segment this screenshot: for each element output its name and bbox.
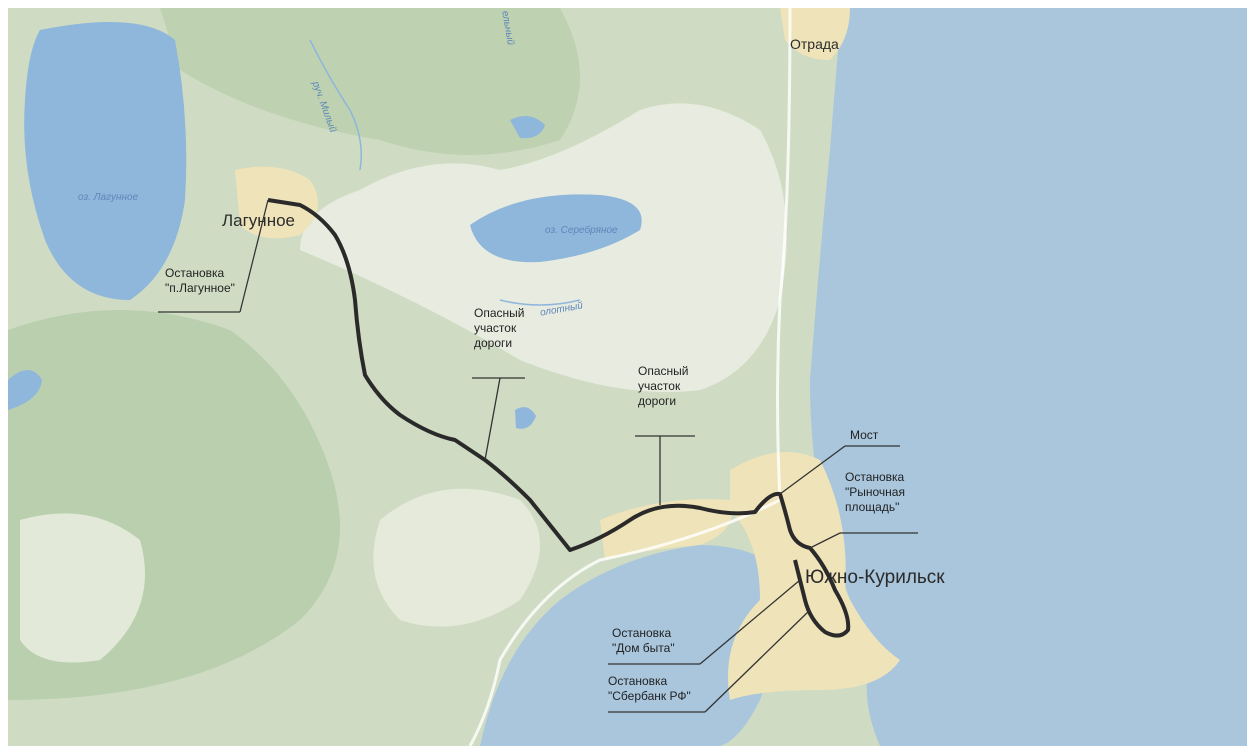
stream-2 (499, 299, 581, 306)
route-line (267, 198, 851, 638)
annotation-line: "Сбербанк РФ" (608, 689, 691, 703)
leader-sberbank (704, 609, 811, 713)
settlement-shore (600, 499, 732, 560)
water-label-lake-serebryanoe: оз. Серебряное (545, 225, 618, 236)
place-label-lagunnoe: Лагунное (222, 211, 295, 230)
leader-danger-1 (484, 377, 501, 461)
forest-area-north (160, 8, 580, 155)
settlement-yuzhno-kurilsk (728, 452, 900, 700)
leader-lines (158, 199, 918, 713)
annotation-line: Остановка (608, 674, 668, 688)
coastal-road (468, 7, 792, 747)
annotation-line: Опасный (638, 364, 689, 378)
annotation-danger-2: Опасный участок дороги (638, 364, 688, 409)
annotation-line: участок (474, 321, 517, 335)
annotation-stop-lagunnoe: Остановка "п.Лагунное" (165, 266, 235, 296)
lake-small-west (8, 370, 42, 410)
annotation-line: "Дом быта" (612, 641, 675, 655)
bay-south (480, 545, 790, 746)
place-label-otrada: Отрада (790, 36, 839, 52)
leader-stop-lagunnoe-diag (239, 199, 269, 313)
annotation-line: дороги (638, 394, 677, 408)
leader-market (809, 532, 841, 549)
settlement-otrada (780, 8, 850, 60)
leader-bridge (779, 445, 846, 495)
place-label-yuzhno-kurilsk: Южно-Курильск (805, 567, 945, 588)
annotation-line: дороги (474, 336, 513, 350)
annotation-line: Остановка (165, 266, 225, 280)
annotation-line: Остановка (845, 470, 905, 484)
annotation-danger-1: Опасный участок дороги (474, 306, 524, 351)
leader-dom-byta (699, 579, 801, 665)
open-land-south (373, 488, 540, 627)
annotation-line: Опасный (474, 306, 525, 320)
water-label-lake-lagunnoe: оз. Лагунное (78, 192, 139, 203)
lake-serebryanoe (470, 194, 642, 263)
sea-east (810, 8, 1247, 746)
annotation-bridge: Мост (850, 428, 879, 442)
annotation-stop-sberbank: Остановка "Сбербанк РФ" (608, 674, 691, 704)
annotation-stop-market: Остановка "Рыночная площадь" (845, 470, 905, 515)
annotation-line: "п.Лагунное" (165, 281, 235, 295)
stream-1 (309, 39, 362, 171)
annotation-line: "Рыночная (845, 485, 905, 499)
annotation-line: Остановка (612, 626, 672, 640)
annotation-stop-dom-byta: Остановка "Дом быта" (612, 626, 675, 656)
open-land-west (20, 513, 145, 663)
annotation-line: участок (638, 379, 681, 393)
lake-small-2 (515, 407, 536, 429)
lake-small-1 (510, 116, 545, 139)
annotation-line: площадь" (845, 500, 900, 514)
lake-lagunnoe (24, 22, 187, 300)
